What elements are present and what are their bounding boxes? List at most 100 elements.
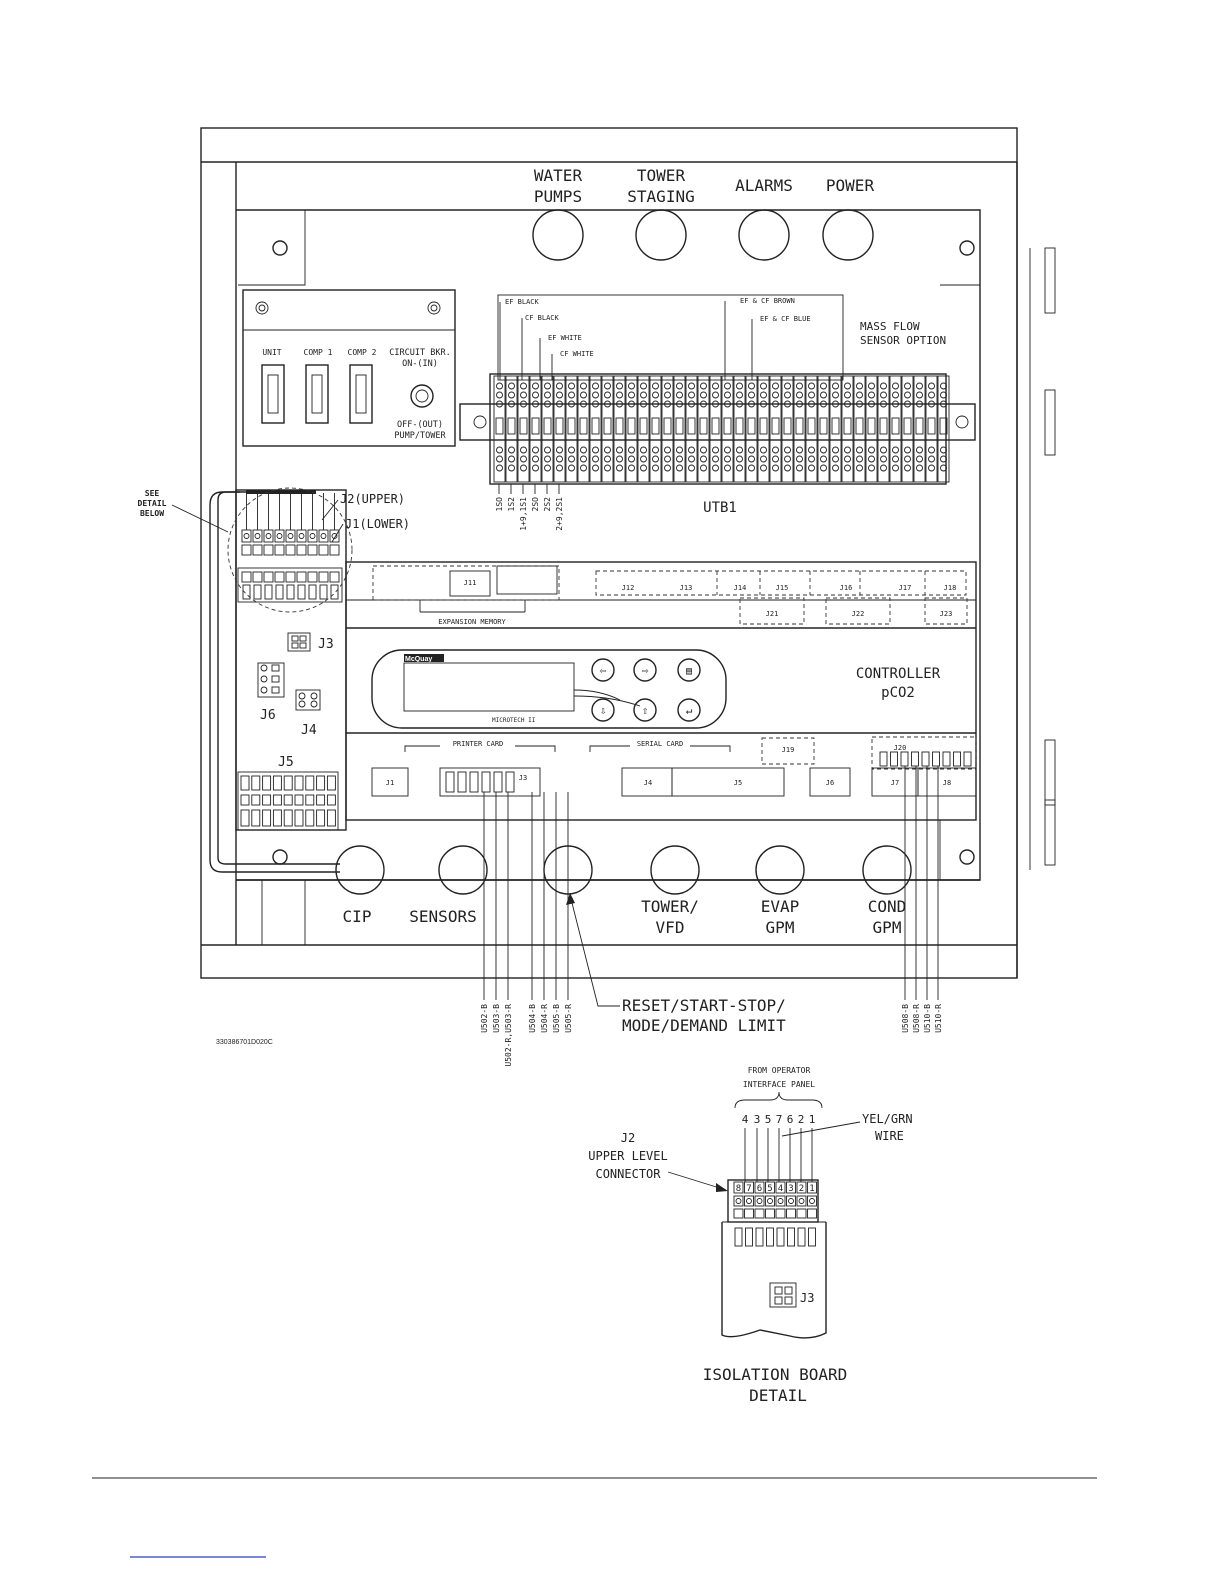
- lower-pin-tab: [297, 584, 306, 600]
- terminal-screw-icon: [628, 400, 635, 408]
- unit-switch-label: UNIT: [262, 348, 281, 357]
- terminal-screw-icon: [520, 400, 527, 408]
- terminal-screw-icon: [496, 382, 503, 390]
- terminal-screw-icon: [604, 455, 611, 463]
- terminal-screw-icon: [916, 455, 923, 463]
- j5-pin: [251, 775, 261, 791]
- terminal-screw-icon: [940, 391, 947, 399]
- terminal-screw-icon: [832, 464, 839, 472]
- connector-label-j16: J16: [840, 584, 853, 592]
- terminal-screw-icon: [616, 455, 623, 463]
- detail-pin-tab: [808, 1227, 816, 1247]
- terminal-cell: [553, 375, 566, 483]
- terminal-screw-icon: [640, 464, 647, 472]
- j2-pin: [285, 529, 296, 543]
- terminal-screw-icon: [736, 391, 743, 399]
- wire-label: U505-R: [564, 1004, 573, 1033]
- lower-pin: [307, 571, 318, 583]
- pin-screw-icon: [320, 533, 327, 539]
- terminal-screw-icon: [616, 382, 623, 390]
- terminal-screw-icon: [928, 446, 935, 454]
- terminal-screw-icon: [580, 391, 587, 399]
- detail-pin: [807, 1181, 817, 1194]
- j5-pin: [326, 775, 336, 791]
- terminal-screw-icon: [724, 400, 731, 408]
- terminal-number-box: [519, 417, 528, 435]
- terminal-screw-icon: [652, 391, 659, 399]
- terminal-screw-icon: [580, 455, 587, 463]
- ribbon-cable: [246, 490, 316, 494]
- terminal-cell: [505, 375, 518, 483]
- detail-pin: [786, 1181, 796, 1194]
- connector-label-j19: J19: [782, 746, 795, 754]
- terminal-screw-icon: [544, 464, 551, 472]
- terminal-screw-icon: [556, 446, 563, 454]
- terminal-cell: [541, 375, 554, 483]
- terminal-screw-icon: [844, 391, 851, 399]
- terminal-screw-icon: [772, 391, 779, 399]
- terminal-cell: [733, 375, 746, 483]
- terminal-cell: [781, 375, 794, 483]
- j2-pin: [329, 529, 340, 543]
- lower-pin: [263, 571, 274, 583]
- terminal-screw-icon: [820, 382, 827, 390]
- connector-label-j11: J11: [464, 579, 477, 587]
- connector-label-j14: J14: [734, 584, 747, 592]
- reset-label-1: RESET/START-STOP/: [622, 996, 786, 1015]
- terminal-screw-icon: [652, 446, 659, 454]
- terminal-screw-icon: [796, 446, 803, 454]
- terminal-screw-icon: [532, 391, 539, 399]
- wire-label: U502-R,U503-R: [504, 1004, 513, 1067]
- detail-pin: [733, 1195, 744, 1207]
- terminal-screw-icon: [808, 464, 815, 472]
- terminal-screw-icon: [724, 446, 731, 454]
- terminal-screw-icon: [640, 382, 647, 390]
- terminal-screw-icon: [568, 464, 575, 472]
- terminal-cell: [877, 375, 890, 483]
- see-detail-label-1: SEE: [145, 489, 160, 498]
- detail-pin: [775, 1181, 786, 1194]
- terminal-screw-icon: [940, 382, 947, 390]
- connector-label-j3: J3: [519, 774, 527, 782]
- detail-pin: [775, 1195, 786, 1207]
- terminal-screw-icon: [496, 464, 503, 472]
- detail-wire-number: 5: [765, 1113, 772, 1126]
- terminal-screw-icon: [556, 400, 563, 408]
- terminal-number-box: [771, 417, 780, 435]
- terminal-screw-icon: [568, 400, 575, 408]
- j5-pin: [283, 809, 293, 827]
- j2-pin: [307, 529, 318, 543]
- cond-gpm-label-1: COND: [868, 897, 907, 916]
- terminal-screw-icon: [532, 455, 539, 463]
- terminal-cell: [841, 375, 854, 483]
- terminal-cell: [901, 375, 914, 483]
- terminal-screw-icon: [856, 400, 863, 408]
- terminal-screw-icon: [808, 382, 815, 390]
- terminal-screw-icon: [724, 391, 731, 399]
- j5-pin: [283, 775, 293, 791]
- detail-pin: [775, 1208, 786, 1219]
- terminal-screw-icon: [772, 382, 779, 390]
- terminal-number-box: [567, 417, 576, 435]
- terminal-cell: [649, 375, 662, 483]
- terminal-screw-icon: [892, 391, 899, 399]
- cond-gpm-label-2: GPM: [873, 918, 902, 937]
- terminal-screw-icon: [736, 382, 743, 390]
- printer-card-label: PRINTER CARD: [453, 740, 504, 748]
- detail-wire-number: 3: [754, 1113, 761, 1126]
- terminal-screw-icon: [796, 382, 803, 390]
- j5-pin: [305, 794, 315, 806]
- detail-pin: [744, 1208, 754, 1219]
- terminal-screw-icon: [676, 464, 683, 472]
- terminal-screw-icon: [664, 455, 671, 463]
- terminal-screw-icon: [856, 391, 863, 399]
- terminal-number-box: [807, 417, 816, 435]
- terminal-screw-icon: [508, 446, 515, 454]
- j5-pin: [305, 809, 315, 827]
- terminal-screw-icon: [928, 455, 935, 463]
- terminal-screw-icon: [508, 455, 515, 463]
- lower-pin: [296, 571, 307, 583]
- pin-screw-icon: [265, 533, 272, 539]
- terminal-screw-icon: [640, 391, 647, 399]
